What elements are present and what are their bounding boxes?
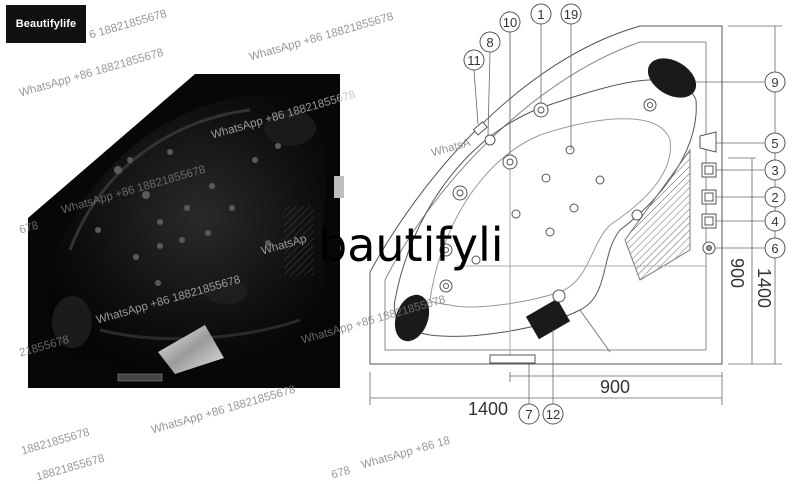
svg-text:8: 8: [486, 35, 493, 50]
headrest-left: [52, 296, 92, 348]
callout-11: 11: [463, 49, 485, 71]
drawing-faucet-5: [699, 131, 717, 153]
svg-text:6: 6: [771, 241, 778, 256]
callout-8: 8: [479, 31, 501, 53]
dim-inner-height: 900: [727, 258, 747, 288]
drawing-components: [394, 58, 717, 364]
svg-text:10: 10: [503, 15, 517, 30]
callout-7: 7: [518, 403, 540, 425]
callout-6: 6: [764, 237, 786, 259]
technical-drawing: [369, 24, 723, 365]
drawing-headrest-left: [394, 294, 430, 342]
photo-side-knob: [334, 176, 344, 198]
svg-text:5: 5: [771, 136, 778, 151]
svg-text:12: 12: [546, 407, 560, 422]
svg-text:1: 1: [537, 7, 544, 22]
svg-text:3: 3: [771, 163, 778, 178]
svg-text:7: 7: [525, 407, 532, 422]
callout-5: 5: [764, 132, 786, 154]
svg-text:2: 2: [771, 190, 778, 205]
dim-total-height: 1400: [754, 268, 774, 308]
svg-text:9: 9: [771, 75, 778, 90]
waterfall-spout: [158, 325, 224, 374]
drawing-waterfall: [525, 298, 571, 340]
step-hatch: [624, 148, 691, 281]
brand-overlay-text: bautifyli: [318, 218, 504, 272]
svg-text:11: 11: [467, 53, 481, 68]
callout-3: 3: [764, 159, 786, 181]
dimension-lines: [369, 25, 782, 405]
callout-12: 12: [542, 403, 564, 425]
svg-text:19: 19: [564, 7, 578, 22]
drawing-headrest-right: [647, 58, 697, 98]
bathtub-photo: [28, 74, 344, 388]
callout-1: 1: [530, 3, 552, 25]
callout-markers: 1 19 10 8 11 9 5 3 2 4 6 7 12: [463, 3, 786, 425]
seat-recess: [204, 280, 248, 304]
dim-inner-width: 900: [600, 377, 630, 397]
jet-nozzles: [95, 143, 281, 286]
side-grille: [284, 206, 314, 276]
callout-4: 4: [764, 210, 786, 232]
drawing-control-panel: [489, 354, 536, 364]
callout-leaders: [473, 24, 764, 404]
dim-total-width: 1400: [468, 399, 508, 419]
callout-19: 19: [560, 3, 582, 25]
drawing-part-11: [472, 121, 488, 136]
photo-control-panel: [117, 373, 163, 382]
callout-10: 10: [499, 11, 521, 33]
svg-text:4: 4: [771, 214, 778, 229]
headrest-right: [264, 110, 316, 146]
callout-9: 9: [764, 71, 786, 93]
tub-outline: [369, 25, 723, 365]
brand-logo: Beautifylife: [6, 5, 86, 43]
callout-2: 2: [764, 186, 786, 208]
